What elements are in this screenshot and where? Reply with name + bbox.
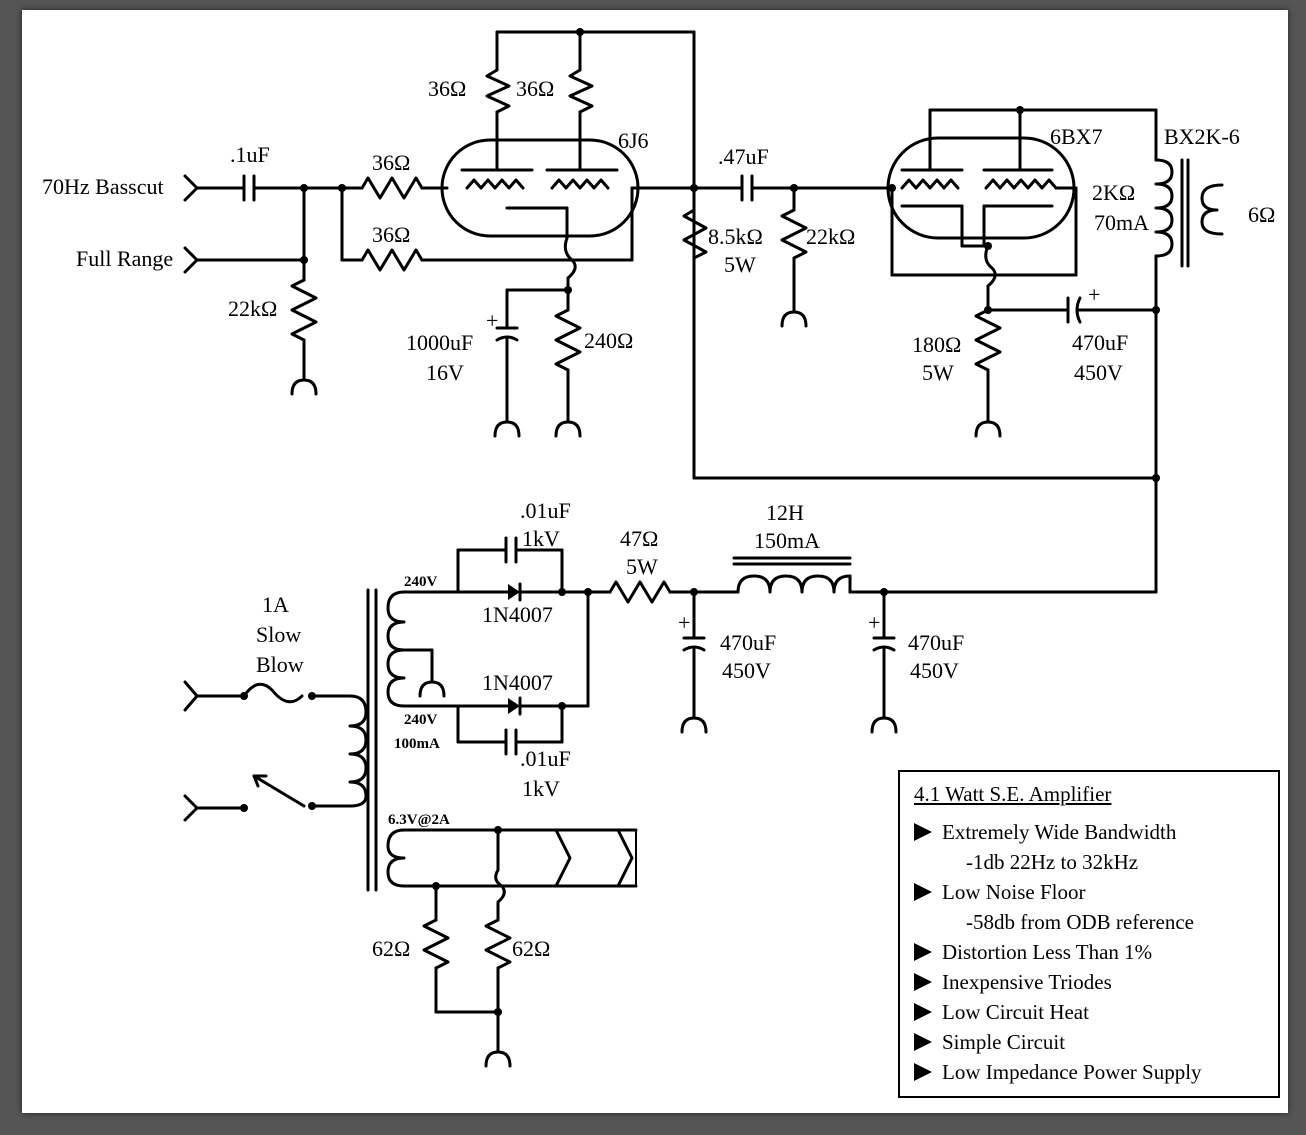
- label-c-cath1-v: 16V: [426, 360, 464, 385]
- spec-item-text: Inexpensive Triodes: [942, 970, 1112, 994]
- label-c-input: .1uF: [230, 142, 270, 167]
- label-hv-top: 240V: [404, 574, 438, 590]
- label-choke: 12H: [766, 500, 804, 525]
- label-hv-current: 100mA: [394, 736, 440, 752]
- spec-item: Simple Circuit: [914, 1027, 1264, 1057]
- svg-text:+: +: [1088, 282, 1100, 307]
- label-r36-a: 36Ω: [428, 76, 466, 101]
- spec-item: Extremely Wide Bandwidth: [914, 817, 1264, 847]
- bullet-arrow-icon: [914, 943, 932, 961]
- label-r-ps-w: 5W: [626, 554, 658, 579]
- label-hv-bottom: 240V: [404, 712, 438, 728]
- bullet-arrow-icon: [914, 883, 932, 901]
- label-fuse-type1: Slow: [256, 622, 301, 647]
- bullet-arrow-icon: [914, 1003, 932, 1021]
- label-tube-6j6: 6J6: [618, 128, 649, 153]
- label-c-filter2: 470uF: [908, 630, 964, 655]
- spec-item-text: Simple Circuit: [942, 1030, 1066, 1054]
- label-diode1: 1N4007: [482, 602, 553, 627]
- component-labels: 70Hz Basscut Full Range .1uF 22kΩ 36Ω 36…: [42, 76, 1275, 961]
- label-r36-d: 36Ω: [372, 222, 410, 247]
- label-r-hum1: 62Ω: [372, 936, 410, 961]
- spec-item-text: Low Circuit Heat: [942, 1000, 1089, 1024]
- label-secondary-z: 6Ω: [1248, 202, 1275, 227]
- spec-item: Distortion Less Than 1%: [914, 937, 1264, 967]
- schematic-sheet: +: [22, 10, 1288, 1113]
- label-c-coupling: .47uF: [718, 144, 769, 169]
- label-fuse-type2: Blow: [256, 652, 304, 677]
- spec-list: Extremely Wide Bandwidth -1db 22Hz to 32k…: [914, 817, 1264, 1087]
- label-input-basscut: 70Hz Basscut: [42, 174, 164, 199]
- label-c-snub2: .01uF: [520, 746, 571, 771]
- label-c-snub2-v: 1kV: [522, 776, 560, 801]
- label-transformer: BX2K-6: [1164, 124, 1240, 149]
- label-primary-z: 2KΩ: [1092, 180, 1135, 205]
- label-c-filter1-v: 450V: [722, 658, 771, 683]
- input-section: [183, 174, 634, 396]
- spec-item: Inexpensive Triodes: [914, 967, 1264, 997]
- label-c-filter1: 470uF: [720, 630, 776, 655]
- bullet-arrow-icon: [914, 1063, 932, 1081]
- label-tube-6bx7: 6BX7: [1050, 124, 1103, 149]
- label-c-cath2-v: 450V: [1074, 360, 1123, 385]
- svg-text:+: +: [678, 610, 690, 635]
- output-stage: +: [630, 30, 1224, 594]
- spec-item: Low Circuit Heat: [914, 997, 1264, 1027]
- tube-6j6: +: [440, 28, 696, 438]
- label-r36-c: 36Ω: [372, 150, 410, 175]
- spec-item-detail: -1db 22Hz to 32kHz: [966, 850, 1139, 874]
- label-c-cath1: 1000uF: [406, 330, 473, 355]
- spec-box: 4.1 Watt S.E. Amplifier Extremely Wide B…: [898, 770, 1280, 1098]
- power-supply: + +: [183, 536, 1158, 1068]
- spec-item-text: Low Noise Floor: [942, 880, 1086, 904]
- label-r-cath2: 180Ω: [912, 332, 961, 357]
- label-c-filter2-v: 450V: [910, 658, 959, 683]
- label-r-drop-w: 5W: [724, 252, 756, 277]
- svg-text:+: +: [868, 610, 880, 635]
- amplifier-schematic: +: [42, 28, 1275, 1068]
- label-filament: 6.3V@2A: [388, 812, 450, 828]
- label-c-cath2: 470uF: [1072, 330, 1128, 355]
- label-r-ps: 47Ω: [620, 526, 658, 551]
- spec-item: Low Impedance Power Supply: [914, 1057, 1264, 1087]
- label-c-snub1: .01uF: [520, 498, 571, 523]
- label-r-drop: 8.5kΩ: [708, 224, 763, 249]
- svg-text:+: +: [486, 308, 498, 333]
- label-diode2: 1N4007: [482, 670, 553, 695]
- label-r-cath1: 240Ω: [584, 328, 633, 353]
- label-fuse-rating: 1A: [262, 592, 289, 617]
- label-r-hum2: 62Ω: [512, 936, 550, 961]
- label-r-grid2: 22kΩ: [806, 224, 855, 249]
- spec-item-text: Distortion Less Than 1%: [942, 940, 1153, 964]
- label-input-full: Full Range: [76, 246, 173, 271]
- bullet-arrow-icon: [914, 973, 932, 991]
- label-r36-b: 36Ω: [516, 76, 554, 101]
- spec-title: 4.1 Watt S.E. Amplifier: [914, 782, 1112, 806]
- bullet-arrow-icon: [914, 823, 932, 841]
- spec-item: Low Noise Floor: [914, 877, 1264, 907]
- label-c-snub1-v: 1kV: [522, 526, 560, 551]
- spec-item-detail: -58db from ODB reference: [966, 910, 1194, 934]
- bullet-arrow-icon: [914, 1033, 932, 1051]
- label-choke-i: 150mA: [754, 528, 820, 553]
- spec-item-text: Extremely Wide Bandwidth: [942, 820, 1177, 844]
- label-r-grid: 22kΩ: [228, 296, 277, 321]
- label-r-cath2-w: 5W: [922, 360, 954, 385]
- label-primary-i: 70mA: [1094, 210, 1149, 235]
- spec-item-text: Low Impedance Power Supply: [942, 1060, 1202, 1084]
